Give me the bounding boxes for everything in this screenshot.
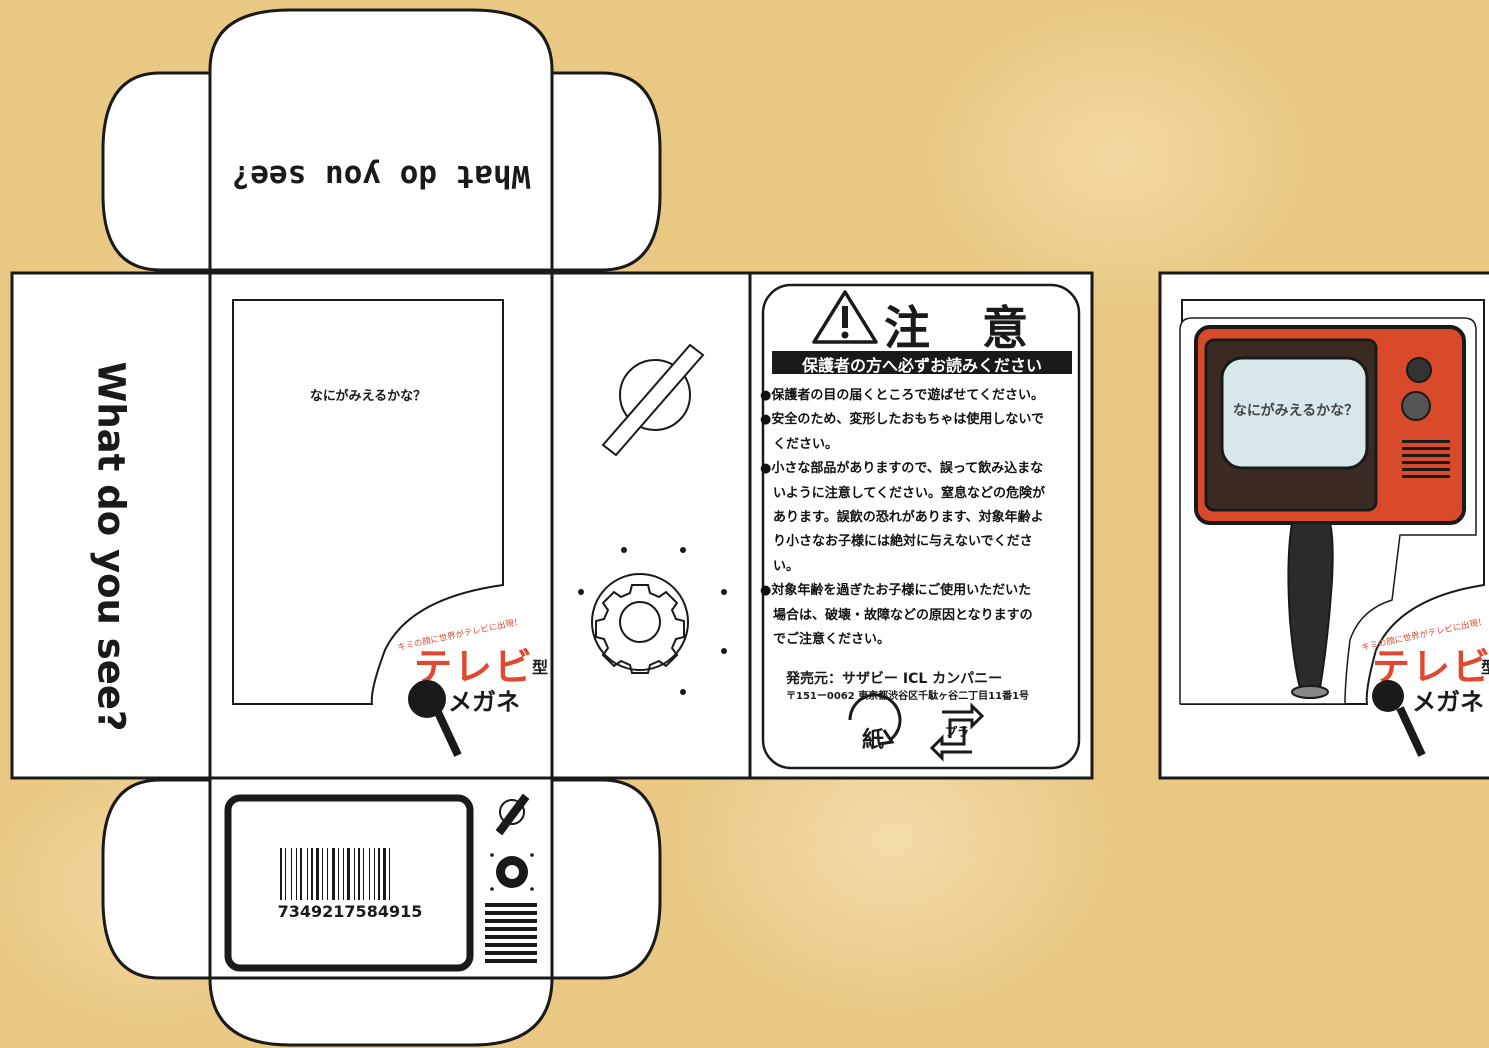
publisher-name: サザビー ICL カンパニー (842, 671, 1003, 687)
bottom-side-flap-right (550, 778, 662, 980)
mini-channel-icon (495, 793, 530, 836)
publisher-address: 〒151ー0062 東京都渋谷区千駄ヶ谷二丁目11番1号 (786, 691, 1030, 702)
caution-item: ●保護者の目の届くところで遊ばせてください。 (760, 388, 1044, 403)
window-cutout (232, 299, 504, 705)
tv-stick-illustration (1179, 317, 1477, 705)
publisher-label: 発売元： (786, 671, 842, 687)
paper-recycle-icon (848, 693, 902, 746)
bottom-side-flap (101, 778, 212, 980)
logo-suffix: 型 (532, 658, 549, 677)
lid-title: What do you see? (231, 158, 531, 194)
gear-knob-icon (591, 573, 689, 674)
caution-item: いように注意してください。窒息などの危険が (760, 485, 1045, 501)
top-lid-flap (208, 8, 554, 272)
caution-item: ください。 (760, 436, 839, 452)
product-screen-text: なにがみえるかな？ (1232, 403, 1359, 419)
caution-panel (761, 283, 1081, 770)
knob-dots (578, 547, 727, 695)
caution-heading: 注 意 (884, 301, 1047, 355)
mini-gear-icon (490, 853, 534, 891)
caution-item: り小さなお子様には絶対に与えないでくださ (760, 534, 1033, 550)
caution-item: でご注意ください。 (760, 632, 891, 647)
product-logo-sub: メガネ (1412, 688, 1484, 716)
top-side-flap (101, 71, 212, 272)
logo-sub: メガネ (448, 688, 520, 716)
front-logo: キミの顔に世界がテレビに出現！ テレビ 型 メガネ (392, 600, 557, 770)
caution-item: 場合は、破壊・故障などの原因となりますの (760, 607, 1033, 623)
caution-item: い。 (760, 558, 800, 574)
plastic-recycle-icon (929, 702, 985, 762)
bottom-screen-frame (224, 794, 474, 972)
side-title: What do you see? (89, 361, 133, 732)
barcode-number: 7349217584915 (277, 902, 423, 921)
caution-item: ●安全のため、変形したおもちゃは使用しないで (760, 412, 1044, 428)
caution-item: ●小さな部品がありますので、誤って飲み込まな (760, 461, 1044, 477)
channel-dial-icon (601, 343, 705, 457)
caution-item: あります。誤飲の恐れがあります、対象年齢よ (760, 510, 1044, 525)
publisher-line: 発売元：サザビー ICL カンパニー (786, 668, 1002, 688)
caution-banner-bg (772, 351, 1072, 374)
side-panel-right (550, 271, 752, 780)
product-logo: キミの顔に世界がテレビに出現！ テレビ 型 メガネ (1356, 600, 1489, 770)
top-side-flap-right (550, 71, 662, 272)
paper-recycle-label: 紙 (862, 728, 885, 753)
plastic-recycle-label: プラ (945, 725, 970, 739)
caution-item: ●対象年齢を過ぎたお子様にご使用いただいた (760, 583, 1032, 599)
barcode-icon (280, 848, 390, 900)
product-magnifier-icon (1372, 680, 1404, 712)
magnifier-icon (408, 680, 446, 718)
side-panel-left (10, 271, 212, 780)
speaker-grille-icon (485, 903, 537, 963)
warning-icon (812, 290, 878, 344)
caution-banner: 保護者の方へ必ずお読みください (801, 356, 1042, 375)
window-text: なにがみえるかな？ (309, 389, 427, 404)
product-logo-suffix: 型 (1481, 654, 1489, 678)
